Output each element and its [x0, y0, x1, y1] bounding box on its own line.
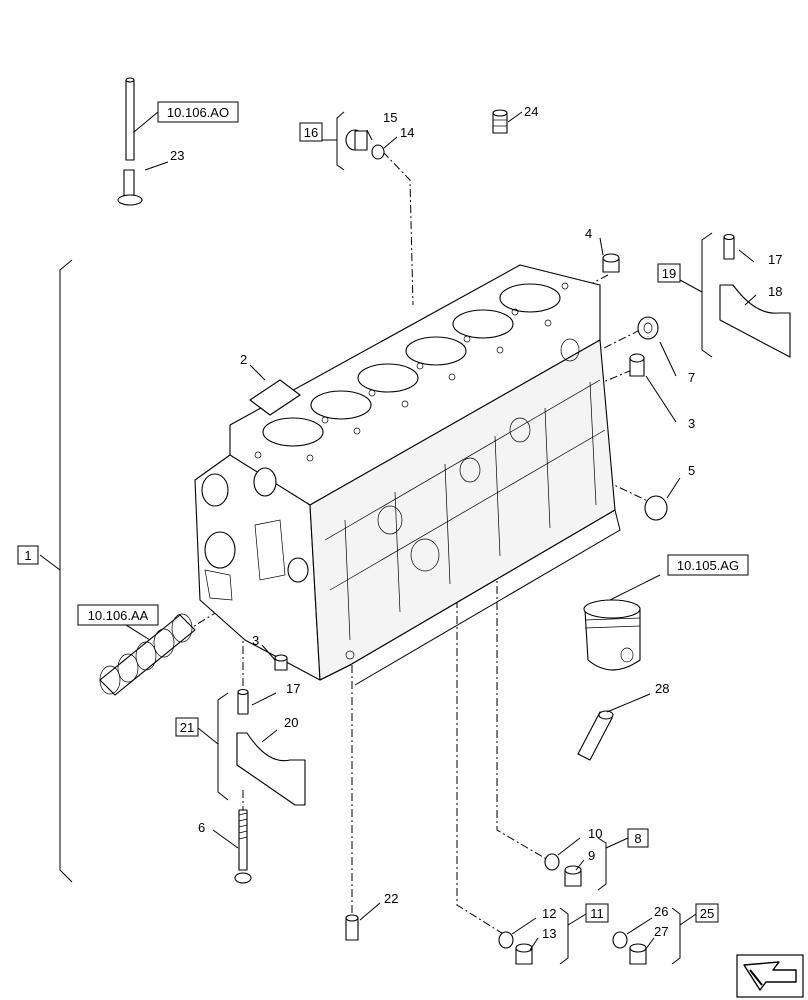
callout-3-left: 3 — [252, 633, 259, 648]
callout-17-lower: 17 — [286, 681, 300, 696]
svg-text:1: 1 — [24, 548, 31, 563]
svg-text:16: 16 — [304, 125, 318, 140]
cylinder-block — [194, 264, 621, 686]
part-3-plug-right — [629, 353, 645, 377]
ref-label-10-106-aa: 10.106.AA — [88, 608, 149, 623]
boxed-callout-21: 21 — [175, 717, 199, 737]
part-17-pin-lower — [237, 688, 249, 715]
ref-label-10-105-ag: 10.105.AG — [677, 558, 739, 573]
part-9-plug — [564, 865, 582, 887]
boxed-callout-16: 16 — [299, 122, 323, 142]
ref-box-10-106-aa[interactable]: 10.106.AA — [77, 604, 159, 626]
part-13-plug — [515, 943, 533, 965]
part-5-cup-plug — [644, 495, 668, 521]
part-15-plug — [345, 129, 368, 151]
callout-24: 24 — [524, 104, 538, 119]
svg-text:11: 11 — [590, 906, 604, 921]
part-7-bushing — [637, 316, 659, 340]
callout-15: 15 — [383, 110, 397, 125]
part-3-plug-left — [274, 654, 288, 671]
callout-27: 27 — [654, 924, 668, 939]
part-10-o-ring — [544, 853, 560, 871]
piston-part — [583, 599, 641, 671]
callout-3-right: 3 — [688, 416, 695, 431]
callout-9: 9 — [588, 848, 595, 863]
callout-22: 22 — [384, 891, 398, 906]
callout-2: 2 — [240, 352, 247, 367]
callout-6: 6 — [198, 820, 205, 835]
bracket-21 — [197, 692, 229, 801]
callout-7: 7 — [688, 370, 695, 385]
bracket-19 — [679, 232, 713, 358]
callout-numbers: 15 14 23 24 4 17 18 2 7 3 5 3 17 20 6 22… — [170, 104, 782, 941]
callout-26: 26 — [654, 904, 668, 919]
next-page-arrow-icon[interactable] — [736, 954, 804, 998]
callout-17-upper: 17 — [768, 252, 782, 267]
svg-text:21: 21 — [180, 720, 194, 735]
bracket-8 — [597, 837, 629, 891]
bracket-16 — [322, 111, 345, 171]
part-22-dowel — [345, 914, 359, 941]
boxed-callout-19: 19 — [657, 263, 681, 283]
boxed-callout-8: 8 — [627, 828, 649, 848]
part-14-o-ring — [371, 144, 385, 160]
part-24-plug — [492, 109, 508, 134]
boxed-callout-1: 1 — [17, 545, 39, 565]
boxed-callout-11: 11 — [585, 903, 609, 923]
callout-10: 10 — [588, 826, 602, 841]
part-20-bearing-cap — [236, 732, 306, 806]
part-12-o-ring — [498, 931, 514, 949]
callout-12: 12 — [542, 906, 556, 921]
callout-13: 13 — [542, 926, 556, 941]
boxed-callout-25: 25 — [695, 903, 719, 923]
callout-14: 14 — [400, 125, 414, 140]
callout-28: 28 — [655, 681, 669, 696]
bracket-11 — [559, 907, 587, 965]
part-27-plug — [629, 943, 647, 965]
group-bracket-1 — [39, 259, 73, 883]
camshaft-part — [99, 613, 196, 696]
part-6-bolt — [234, 809, 252, 884]
ref-label-10-106-ao: 10.106.AO — [167, 105, 229, 120]
callout-23: 23 — [170, 148, 184, 163]
callout-20: 20 — [284, 715, 298, 730]
bracket-25 — [671, 907, 697, 965]
ref-box-10-105-ag[interactable]: 10.105.AG — [667, 554, 749, 576]
callout-18: 18 — [768, 284, 782, 299]
svg-text:19: 19 — [662, 266, 676, 281]
svg-text:25: 25 — [700, 906, 714, 921]
callout-5: 5 — [688, 463, 695, 478]
part-26-o-ring — [612, 931, 628, 949]
part-4-plug — [602, 253, 620, 273]
svg-text:8: 8 — [634, 831, 641, 846]
part-28-piston-pin — [577, 710, 614, 761]
part-17-pin-upper — [723, 233, 735, 260]
part-23-dowel — [117, 77, 143, 206]
callout-4: 4 — [585, 226, 592, 241]
part-18-bearing-cap — [719, 284, 791, 358]
ref-box-10-106-ao[interactable]: 10.106.AO — [157, 101, 239, 123]
